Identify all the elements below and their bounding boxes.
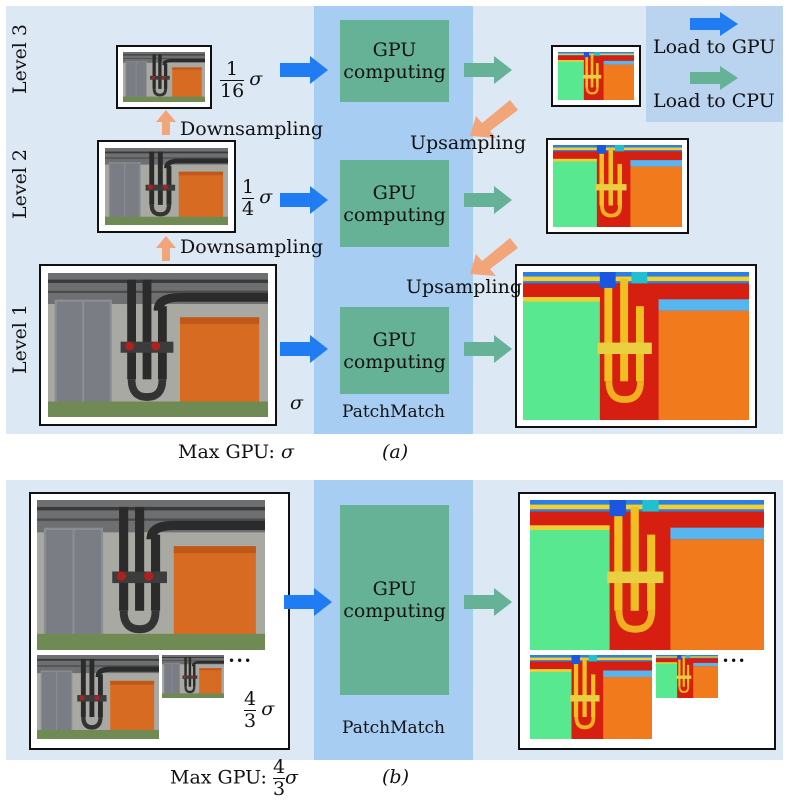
mosaic-image-small [162,655,224,698]
frac2-num: 1 [242,176,255,198]
max-gpu-sigma-a: σ [280,441,294,463]
level-3-label: Level 3 [9,23,31,95]
frac-b-den: 3 [244,710,257,732]
frac3-num: 1 [226,58,239,80]
max-gpu-text-a: Max GPU: [178,441,275,463]
legend-gpu-arrow [690,12,738,36]
level-2-input-image [97,140,236,233]
downsampling-label-1: Downsampling [180,118,323,140]
level-3-input-image [116,45,212,109]
caption-b: (b) [382,766,409,788]
upsampling-arrow-3-to-2 [470,100,518,138]
gpu-block-level-1: GPU computing [340,307,449,394]
output-depth-small [656,655,718,698]
downsampling-label-2: Downsampling [180,236,323,258]
output-ellipsis: ••• [722,654,747,668]
level-3-label-wrap: Level 3 [2,20,38,100]
max-gpu-frac-num: 4 [272,756,286,778]
gpu-block-b-line1: GPU [372,578,417,600]
max-gpu-label-a: Max GPU: σ [178,441,294,463]
output-depth-medium [530,655,652,739]
load-cpu-arrow-b [464,588,512,616]
frac3-den: 16 [220,80,245,102]
upsampling-label-1: Upsampling [410,132,526,154]
level-2-output-depth [546,138,689,234]
max-gpu-sigma-b: σ [285,766,299,789]
patchmatch-label-a: PatchMatch [342,402,445,422]
gpu-block-1-line2: computing [343,350,446,373]
max-gpu-frac-den: 3 [272,778,286,800]
upsampling-label-2: Upsampling [406,276,522,298]
gpu-block-2-line2: computing [343,203,446,226]
load-cpu-arrow-level-2 [464,186,512,214]
gpu-block-3-line2: computing [343,61,446,83]
caption-a: (a) [382,441,409,463]
sigma-b-input: σ [261,698,275,720]
gpu-block-1-line1: GPU [372,328,417,351]
sigma-3: σ [249,68,263,90]
downsampling-arrow-1-to-2 [156,236,176,261]
output-depth-large [530,500,764,650]
gpu-block-b: GPU computing [340,505,449,695]
sigma-2: σ [259,186,273,208]
load-gpu-arrow-level-1 [280,335,328,363]
frac-b-num: 4 [244,688,257,710]
level-1-label-wrap: Level 1 [2,300,38,380]
level-1-label: Level 1 [9,303,31,375]
level-2-label: Level 2 [9,148,31,220]
patchmatch-label-b: PatchMatch [342,718,445,738]
max-gpu-text-b: Max GPU: [170,766,267,789]
level-1-input-image [39,264,277,426]
load-cpu-arrow-level-3 [464,56,512,84]
gpu-block-b-line2: computing [343,600,446,622]
load-gpu-arrow-level-2 [280,186,328,214]
load-cpu-arrow-level-1 [464,335,512,363]
gpu-block-2-line1: GPU [372,181,417,204]
legend-load-to-cpu: Load to CPU [653,90,775,112]
downsampling-arrow-2-to-3 [156,110,176,135]
level-1-output-depth [515,264,757,428]
level-3-output-depth [551,45,641,107]
load-gpu-arrow-level-3 [280,56,328,84]
frac2-den: 4 [242,198,255,220]
sigma-1: σ [290,392,303,414]
mosaic-ellipsis: ••• [228,654,253,668]
gpu-block-3-line1: GPU [372,39,417,61]
legend-load-to-gpu: Load to GPU [653,36,776,58]
gpu-block-level-2: GPU computing [340,160,449,247]
upsampling-arrow-2-to-1 [470,238,518,276]
mosaic-image-large [37,500,265,650]
mosaic-image-medium [37,655,159,739]
gpu-block-level-3: GPU computing [340,20,449,102]
load-gpu-arrow-b [284,588,332,616]
level-2-label-wrap: Level 2 [2,145,38,225]
legend-cpu-arrow [690,66,738,90]
